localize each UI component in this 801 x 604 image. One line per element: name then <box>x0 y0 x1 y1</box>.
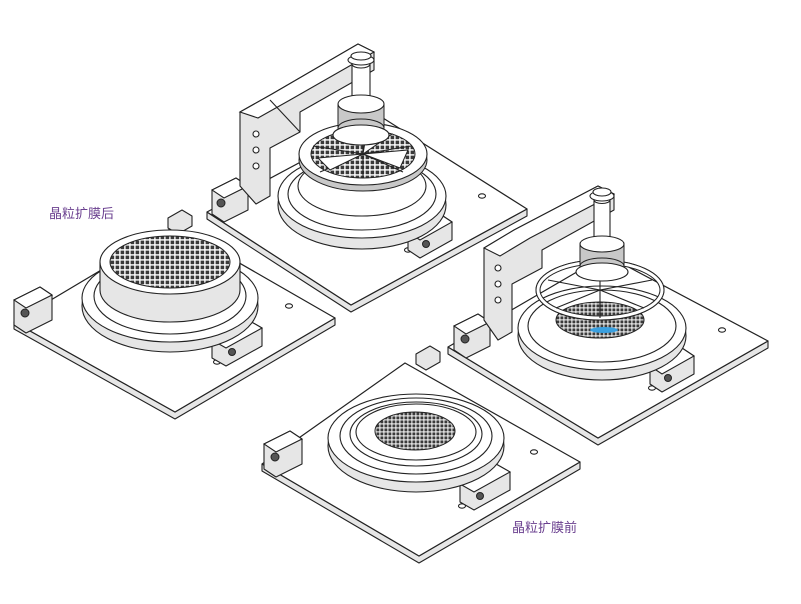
label-after-expansion: 晶粒扩膜后 <box>49 207 115 222</box>
machine-left-after <box>12 209 336 420</box>
label-before-expansion: 晶粒扩膜前 <box>512 521 578 536</box>
machine-bottom-before <box>261 345 581 564</box>
machine-top-press <box>206 43 528 313</box>
highlight-mark <box>590 327 618 333</box>
machine-right-press <box>447 185 769 446</box>
